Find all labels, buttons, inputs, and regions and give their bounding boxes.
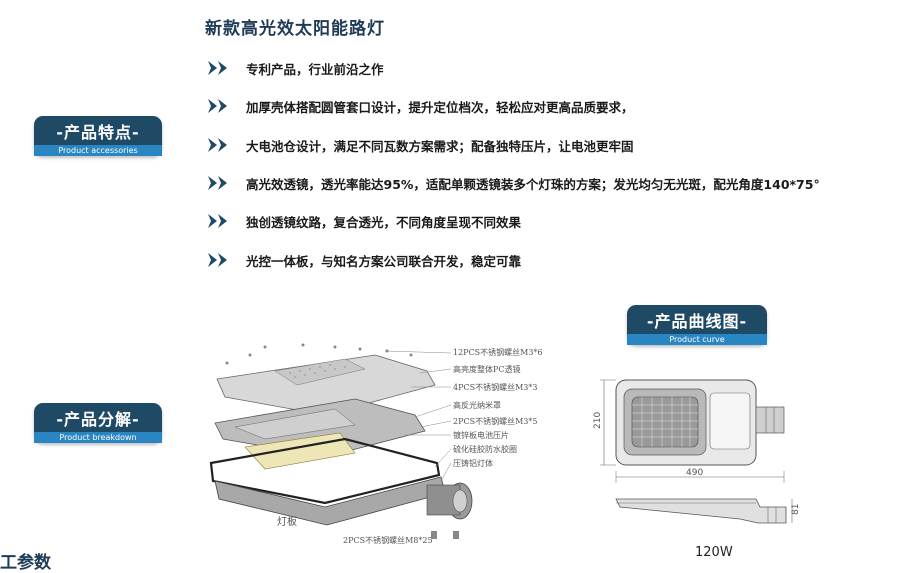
double-chevron-icon	[208, 61, 227, 75]
width-dimension: 490	[686, 468, 703, 478]
feature-text: 专利产品，行业前沿之作	[246, 61, 384, 77]
section-badge-features: -产品特点- Product accessories	[34, 116, 162, 156]
part-label: 硫化硅胶防水胶圈	[453, 444, 517, 454]
double-chevron-icon	[208, 176, 227, 190]
part-label: 4PCS不锈钢螺丝M3*3	[453, 382, 537, 392]
bottom-screw-label: 2PCS不锈钢螺丝M8*25	[343, 535, 433, 545]
double-chevron-icon	[208, 253, 227, 267]
feature-item: 加厚壳体搭配圆管套口设计，提升定位档次，轻松应对更高品质要求，	[208, 96, 634, 116]
dimension-drawing: 210 490 81	[593, 379, 801, 524]
depth-dimension: 81	[791, 504, 801, 515]
height-dimension: 210	[593, 412, 603, 429]
section-badge-curve: -产品曲线图- Product curve	[627, 305, 767, 345]
feature-text: 大电池仓设计，满足不同瓦数方案需求；配备独特压片，让电池更牢固	[246, 138, 634, 154]
double-chevron-icon	[208, 138, 227, 152]
feature-item: 高光效透镜，透光率能达95%，适配单颗透镜装多个灯珠的方案；发光均匀无光斑，配光…	[208, 173, 820, 193]
wattage-label: 120W	[695, 545, 733, 560]
page-title: 新款高光效太阳能路灯	[205, 19, 385, 39]
board-label: 灯板	[277, 515, 297, 528]
double-chevron-icon	[208, 99, 227, 113]
badge-subtitle: Product accessories	[34, 145, 162, 156]
badge-title: -产品曲线图-	[646, 312, 748, 331]
section-badge-breakdown: -产品分解- Product breakdown	[34, 403, 162, 443]
badge-subtitle: Product curve	[627, 334, 767, 345]
part-label: 压铸铝灯体	[453, 458, 493, 468]
feature-text: 高光效透镜，透光率能达95%，适配单颗透镜装多个灯珠的方案；发光均匀无光斑，配光…	[246, 176, 820, 192]
part-label: 12PCS不锈钢螺丝M3*6	[453, 347, 543, 357]
double-chevron-icon	[208, 214, 227, 228]
badge-title: -产品分解-	[56, 410, 140, 429]
exploded-view-diagram: 12PCS不锈钢螺丝M3*6 高亮度整体PC透镜 4PCS不锈钢螺丝M3*3 高…	[209, 343, 543, 545]
feature-item: 光控一体板，与知名方案公司联合开发，稳定可靠	[208, 250, 521, 270]
part-label: 高亮度整体PC透镜	[453, 364, 521, 374]
feature-item: 大电池仓设计，满足不同瓦数方案需求；配备独特压片，让电池更牢固	[208, 135, 634, 155]
part-label: 高反光纳米罩	[453, 400, 501, 410]
feature-text: 加厚壳体搭配圆管套口设计，提升定位档次，轻松应对更高品质要求，	[246, 99, 634, 115]
part-label: 2PCS不锈钢螺丝M3*5	[453, 416, 537, 426]
feature-item: 专利产品，行业前沿之作	[208, 58, 384, 78]
footer-text: 工参数	[0, 553, 51, 573]
feature-text: 光控一体板，与知名方案公司联合开发，稳定可靠	[246, 253, 522, 269]
feature-text: 独创透镜纹路，复合透光，不同角度呈现不同效果	[246, 214, 522, 230]
badge-subtitle: Product breakdown	[34, 432, 162, 443]
part-label: 镀锌板电池压片	[453, 430, 509, 440]
feature-item: 独创透镜纹路，复合透光，不同角度呈现不同效果	[208, 211, 521, 231]
badge-title: -产品特点-	[56, 123, 140, 142]
